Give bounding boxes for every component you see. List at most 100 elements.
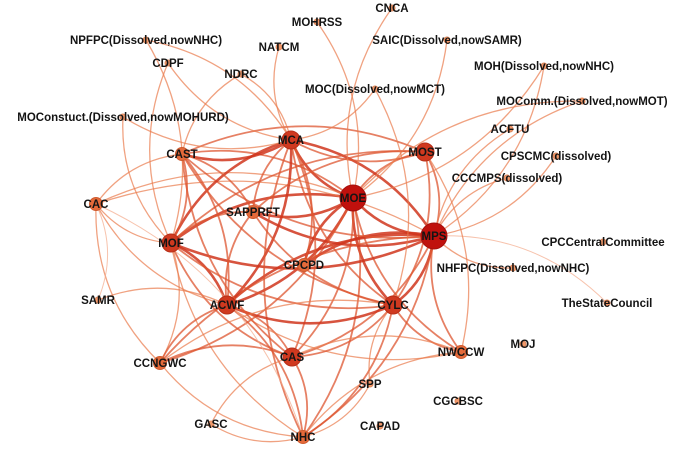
node-label-acftu: ACFTU: [491, 124, 530, 136]
node-cpscmc[interactable]: [552, 152, 560, 160]
node-label-cas: CAS: [280, 352, 305, 364]
edge-cas-ccngwc: [159, 344, 293, 364]
edge-cac-samr: [95, 203, 109, 301]
node-cast[interactable]: [175, 147, 189, 161]
node-cdpf[interactable]: [164, 59, 172, 67]
node-label-samr: SAMR: [81, 295, 116, 307]
node-label-mohrss: MOHRSS: [292, 17, 343, 29]
node-most[interactable]: [415, 142, 435, 162]
node-label-moc: MOC(Dissolved,nowMCT): [305, 84, 445, 96]
edge-cast-cac: [95, 153, 183, 205]
node-npfpc[interactable]: [142, 36, 150, 44]
edge-mps-cpscmc: [433, 155, 557, 237]
node-cgcbsc[interactable]: [454, 397, 462, 405]
node-label-cccmps: CCCMPS(dissolved): [452, 173, 563, 185]
node-label-ndrc: NDRC: [224, 69, 257, 81]
edge-cylc-cas: [291, 304, 394, 358]
node-cpccentralcommittee[interactable]: [599, 238, 607, 246]
edge-moe-nhc: [302, 197, 362, 438]
node-label-nhfpc: NHFPC(Dissolved,nowNHC): [437, 263, 590, 275]
node-label-cast: CAST: [166, 149, 197, 161]
edge-mof-cdpf: [149, 62, 172, 244]
edge-mps-thestatecouncil: [433, 235, 608, 304]
node-capad[interactable]: [376, 422, 384, 430]
node-saic[interactable]: [443, 36, 451, 44]
node-cccmps[interactable]: [503, 174, 511, 182]
edge-acwf-nwccw: [226, 304, 462, 361]
node-cylc[interactable]: [383, 295, 403, 315]
node-moe[interactable]: [339, 184, 367, 212]
node-label-moh: MOH(Dissolved,nowNHC): [474, 61, 614, 73]
edge-cas-nwccw: [291, 335, 462, 358]
node-spp[interactable]: [366, 380, 374, 388]
node-label-sapprft: SAPPRFT: [226, 207, 280, 219]
edge-nhc-ccngwc: [159, 362, 304, 438]
node-natcm[interactable]: [275, 43, 283, 51]
node-thestatecouncil[interactable]: [603, 299, 611, 307]
edge-cast-most: [181, 125, 426, 155]
node-label-cac: CAC: [84, 199, 109, 211]
node-label-nhc: NHC: [291, 432, 316, 444]
node-cas[interactable]: [282, 347, 302, 367]
edge-moe-cnca: [346, 7, 393, 199]
node-acwf[interactable]: [217, 295, 237, 315]
node-mocomm[interactable]: [578, 97, 586, 105]
edge-mof-npfpc: [145, 39, 184, 244]
edge-mca-acwf: [225, 138, 293, 307]
node-samr[interactable]: [94, 296, 102, 304]
edge-cas-gasc: [210, 356, 293, 425]
edge-acwf-cac: [95, 203, 228, 306]
edge-cast-ndrc: [181, 73, 242, 155]
node-moh[interactable]: [540, 62, 548, 70]
node-cpcpd[interactable]: [297, 258, 311, 272]
node-sapprft[interactable]: [246, 205, 260, 219]
edge-mps-cac: [95, 180, 435, 237]
edge-moe-nwccw: [352, 197, 462, 353]
edge-cac-ccngwc: [95, 203, 161, 364]
node-label-cnca: CNCA: [375, 3, 408, 15]
node-mps[interactable]: [420, 222, 448, 250]
node-mohrss[interactable]: [313, 18, 321, 26]
node-label-cpcpd: CPCPD: [284, 260, 324, 272]
node-ndrc[interactable]: [237, 70, 245, 78]
node-nhc[interactable]: [296, 430, 310, 444]
node-nhfpc[interactable]: [509, 264, 517, 272]
node-label-saic: SAIC(Dissolved,nowSAMR): [372, 35, 522, 47]
edge-layer: [95, 7, 608, 443]
edge-mca-npfpc: [145, 39, 292, 141]
edge-mof-cast: [170, 153, 188, 244]
node-mca[interactable]: [281, 130, 301, 150]
node-cac[interactable]: [89, 197, 103, 211]
edge-nhc-nwccw: [302, 351, 462, 438]
node-moc[interactable]: [371, 85, 379, 93]
node-ccngwc[interactable]: [153, 356, 167, 370]
node-cnca[interactable]: [388, 4, 396, 12]
node-acftu[interactable]: [506, 125, 514, 133]
edge-mca-cpcpd: [290, 139, 313, 266]
node-moj[interactable]: [519, 340, 527, 348]
node-label-nwccw: NWCCW: [438, 347, 485, 359]
edge-mps-mca: [289, 138, 436, 238]
edge-mca-cas: [290, 139, 317, 358]
edge-moe-mocomm: [352, 100, 583, 199]
edge-mps-moh: [433, 65, 545, 237]
node-nwccw[interactable]: [454, 345, 468, 359]
edge-mof-cas: [170, 242, 293, 358]
node-label-cpccentralcommittee: CPCCentralCommittee: [541, 237, 664, 249]
node-label-ccngwc: CCNGWC: [133, 358, 186, 370]
edge-moe-cast: [181, 149, 354, 199]
node-gasc[interactable]: [207, 420, 215, 428]
edge-mca-moc: [290, 88, 376, 141]
edge-mca-cylc: [290, 139, 394, 306]
node-layer: [89, 4, 611, 444]
edge-cast-cas: [181, 153, 293, 358]
edge-cast-sapprft: [181, 153, 254, 213]
node-label-cgcbsc: CGCBSC: [433, 396, 483, 408]
node-label-spp: SPP: [358, 379, 381, 391]
edge-cylc-cast: [181, 153, 394, 306]
node-moconstruct[interactable]: [119, 113, 127, 121]
edge-moe-saic: [352, 39, 448, 199]
node-mof[interactable]: [161, 233, 181, 253]
